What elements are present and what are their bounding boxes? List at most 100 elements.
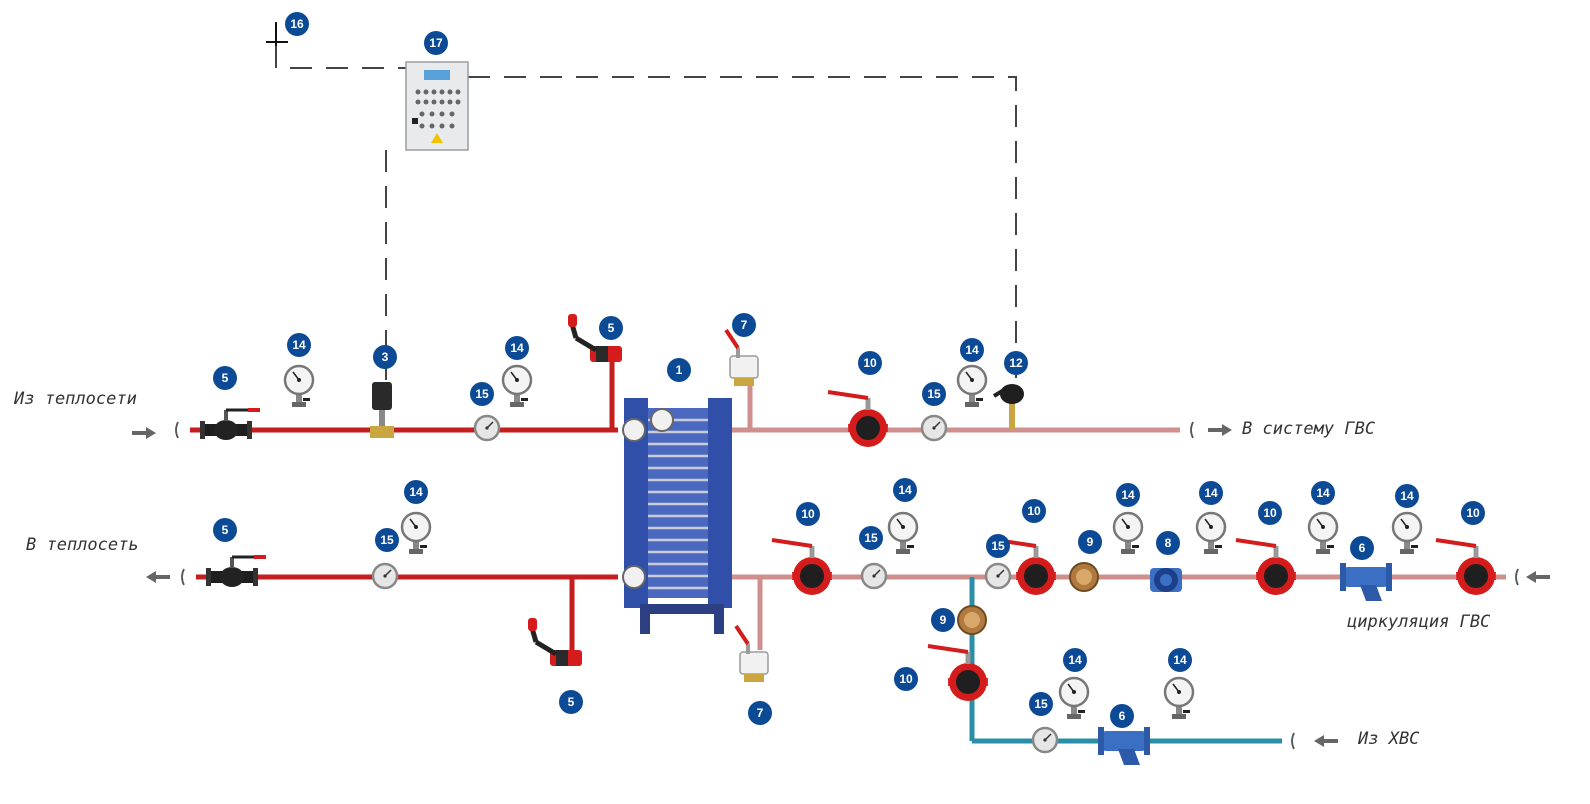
- pressure-gauge: [1112, 511, 1144, 556]
- signal-line-sensor-16: [275, 46, 406, 69]
- svg-text:5: 5: [222, 523, 229, 537]
- check-valve-cold: [957, 605, 987, 635]
- svg-text:15: 15: [991, 539, 1005, 553]
- control-cabinet: [405, 61, 469, 151]
- arrow-out-dhw: [1208, 424, 1232, 436]
- svg-text:14: 14: [965, 343, 979, 357]
- arrow-in-circulation: [1526, 571, 1550, 583]
- thermometer: [920, 414, 948, 442]
- svg-text:5: 5: [608, 321, 615, 335]
- callout-badge: 5: [213, 366, 237, 390]
- check-valve-circulation: [1069, 562, 1099, 592]
- callout-badge: 7: [748, 701, 772, 725]
- callout-badge: 10: [1461, 501, 1485, 525]
- svg-text:14: 14: [898, 483, 912, 497]
- svg-text:3: 3: [382, 350, 389, 364]
- svg-text:10: 10: [1263, 506, 1277, 520]
- svg-text:9: 9: [1087, 535, 1094, 549]
- pressure-gauge: [1195, 511, 1227, 556]
- pressure-gauge: [1391, 511, 1423, 556]
- callout-badge: 14: [287, 333, 311, 357]
- svg-text:14: 14: [510, 341, 524, 355]
- air-vent-tap: [724, 328, 760, 388]
- pressure-gauge: [283, 364, 315, 409]
- callout-badge: 5: [599, 316, 623, 340]
- svg-text:15: 15: [927, 387, 941, 401]
- callout-badge: 12: [1004, 351, 1028, 375]
- callout-badge: 10: [796, 502, 820, 526]
- callout-badge: 15: [859, 526, 883, 550]
- label-from-network: Из теплосети: [13, 389, 137, 409]
- pressure-gauge: [887, 511, 919, 556]
- svg-text:14: 14: [1173, 653, 1187, 667]
- control-signal-lines: [275, 46, 1017, 380]
- callout-badge: 15: [986, 534, 1010, 558]
- svg-text:14: 14: [1121, 488, 1135, 502]
- callout-badge: 6: [1110, 704, 1134, 728]
- strainer-circulation: [1340, 563, 1392, 601]
- callout-badge: 9: [1078, 530, 1102, 554]
- control-valve-3: [370, 382, 394, 438]
- svg-text:16: 16: [290, 17, 304, 31]
- pressure-gauge: [1307, 511, 1339, 556]
- callout-badge: 15: [470, 382, 494, 406]
- callout-badge: 8: [1156, 531, 1180, 555]
- label-to-network: В теплосеть: [26, 535, 139, 555]
- svg-text:6: 6: [1359, 541, 1366, 555]
- svg-text:7: 7: [757, 706, 764, 720]
- break-mark: [175, 421, 179, 439]
- label-from-cold: Из ХВС: [1357, 729, 1420, 749]
- callout-badge: 10: [894, 667, 918, 691]
- pressure-gauge: [956, 364, 988, 409]
- svg-text:12: 12: [1009, 356, 1023, 370]
- arrow-in-supply: [132, 427, 156, 439]
- strainer-cold: [1098, 727, 1150, 765]
- butterfly-valve-cold: [926, 644, 990, 703]
- svg-text:14: 14: [409, 485, 423, 499]
- outdoor-temperature-sensor: [266, 22, 288, 46]
- thermometer: [473, 414, 501, 442]
- butterfly-valve-dhw-supply: [826, 390, 890, 449]
- callout-badges: 16 17 5 14 3 15 14 5 1 7 10 15 14 12 5 1…: [213, 12, 1485, 728]
- svg-text:14: 14: [1204, 486, 1218, 500]
- callout-badge: 5: [559, 690, 583, 714]
- callout-badge: 5: [213, 518, 237, 542]
- callout-badge: 14: [404, 480, 428, 504]
- thermometer: [1031, 726, 1059, 754]
- svg-text:6: 6: [1119, 709, 1126, 723]
- callout-badge: 17: [424, 31, 448, 55]
- callout-badge: 14: [1168, 648, 1192, 672]
- thermometer: [371, 562, 399, 590]
- ball-valve-return-outlet: [204, 555, 268, 589]
- svg-text:7: 7: [741, 318, 748, 332]
- svg-text:9: 9: [940, 613, 947, 627]
- pressure-gauge: [400, 511, 432, 556]
- circulation-pump: [1150, 568, 1182, 592]
- svg-text:5: 5: [568, 695, 575, 709]
- pressure-gauge: [1163, 676, 1195, 721]
- svg-text:8: 8: [1165, 536, 1172, 550]
- callout-badge: 16: [285, 12, 309, 36]
- pipe-break-marks: [175, 421, 1519, 750]
- svg-text:14: 14: [292, 338, 306, 352]
- pressure-gauge: [1058, 676, 1090, 721]
- svg-text:10: 10: [1466, 506, 1480, 520]
- thermometer: [860, 562, 888, 590]
- pressure-gauge: [501, 364, 533, 409]
- callout-badge: 14: [1199, 481, 1223, 505]
- callout-badge: 10: [1022, 499, 1046, 523]
- plate-heat-exchanger: [622, 398, 732, 634]
- arrow-in-cold: [1314, 735, 1338, 747]
- svg-text:15: 15: [864, 531, 878, 545]
- signal-line-sensor-12: [468, 76, 1017, 378]
- svg-text:10: 10: [801, 507, 815, 521]
- svg-text:5: 5: [222, 371, 229, 385]
- callout-badge: 14: [1063, 648, 1087, 672]
- arrow-out-return: [146, 571, 170, 583]
- break-mark: [181, 568, 185, 586]
- svg-text:14: 14: [1316, 486, 1330, 500]
- thermometer: [984, 562, 1012, 590]
- callout-badge: 14: [505, 336, 529, 360]
- callout-badge: 15: [922, 382, 946, 406]
